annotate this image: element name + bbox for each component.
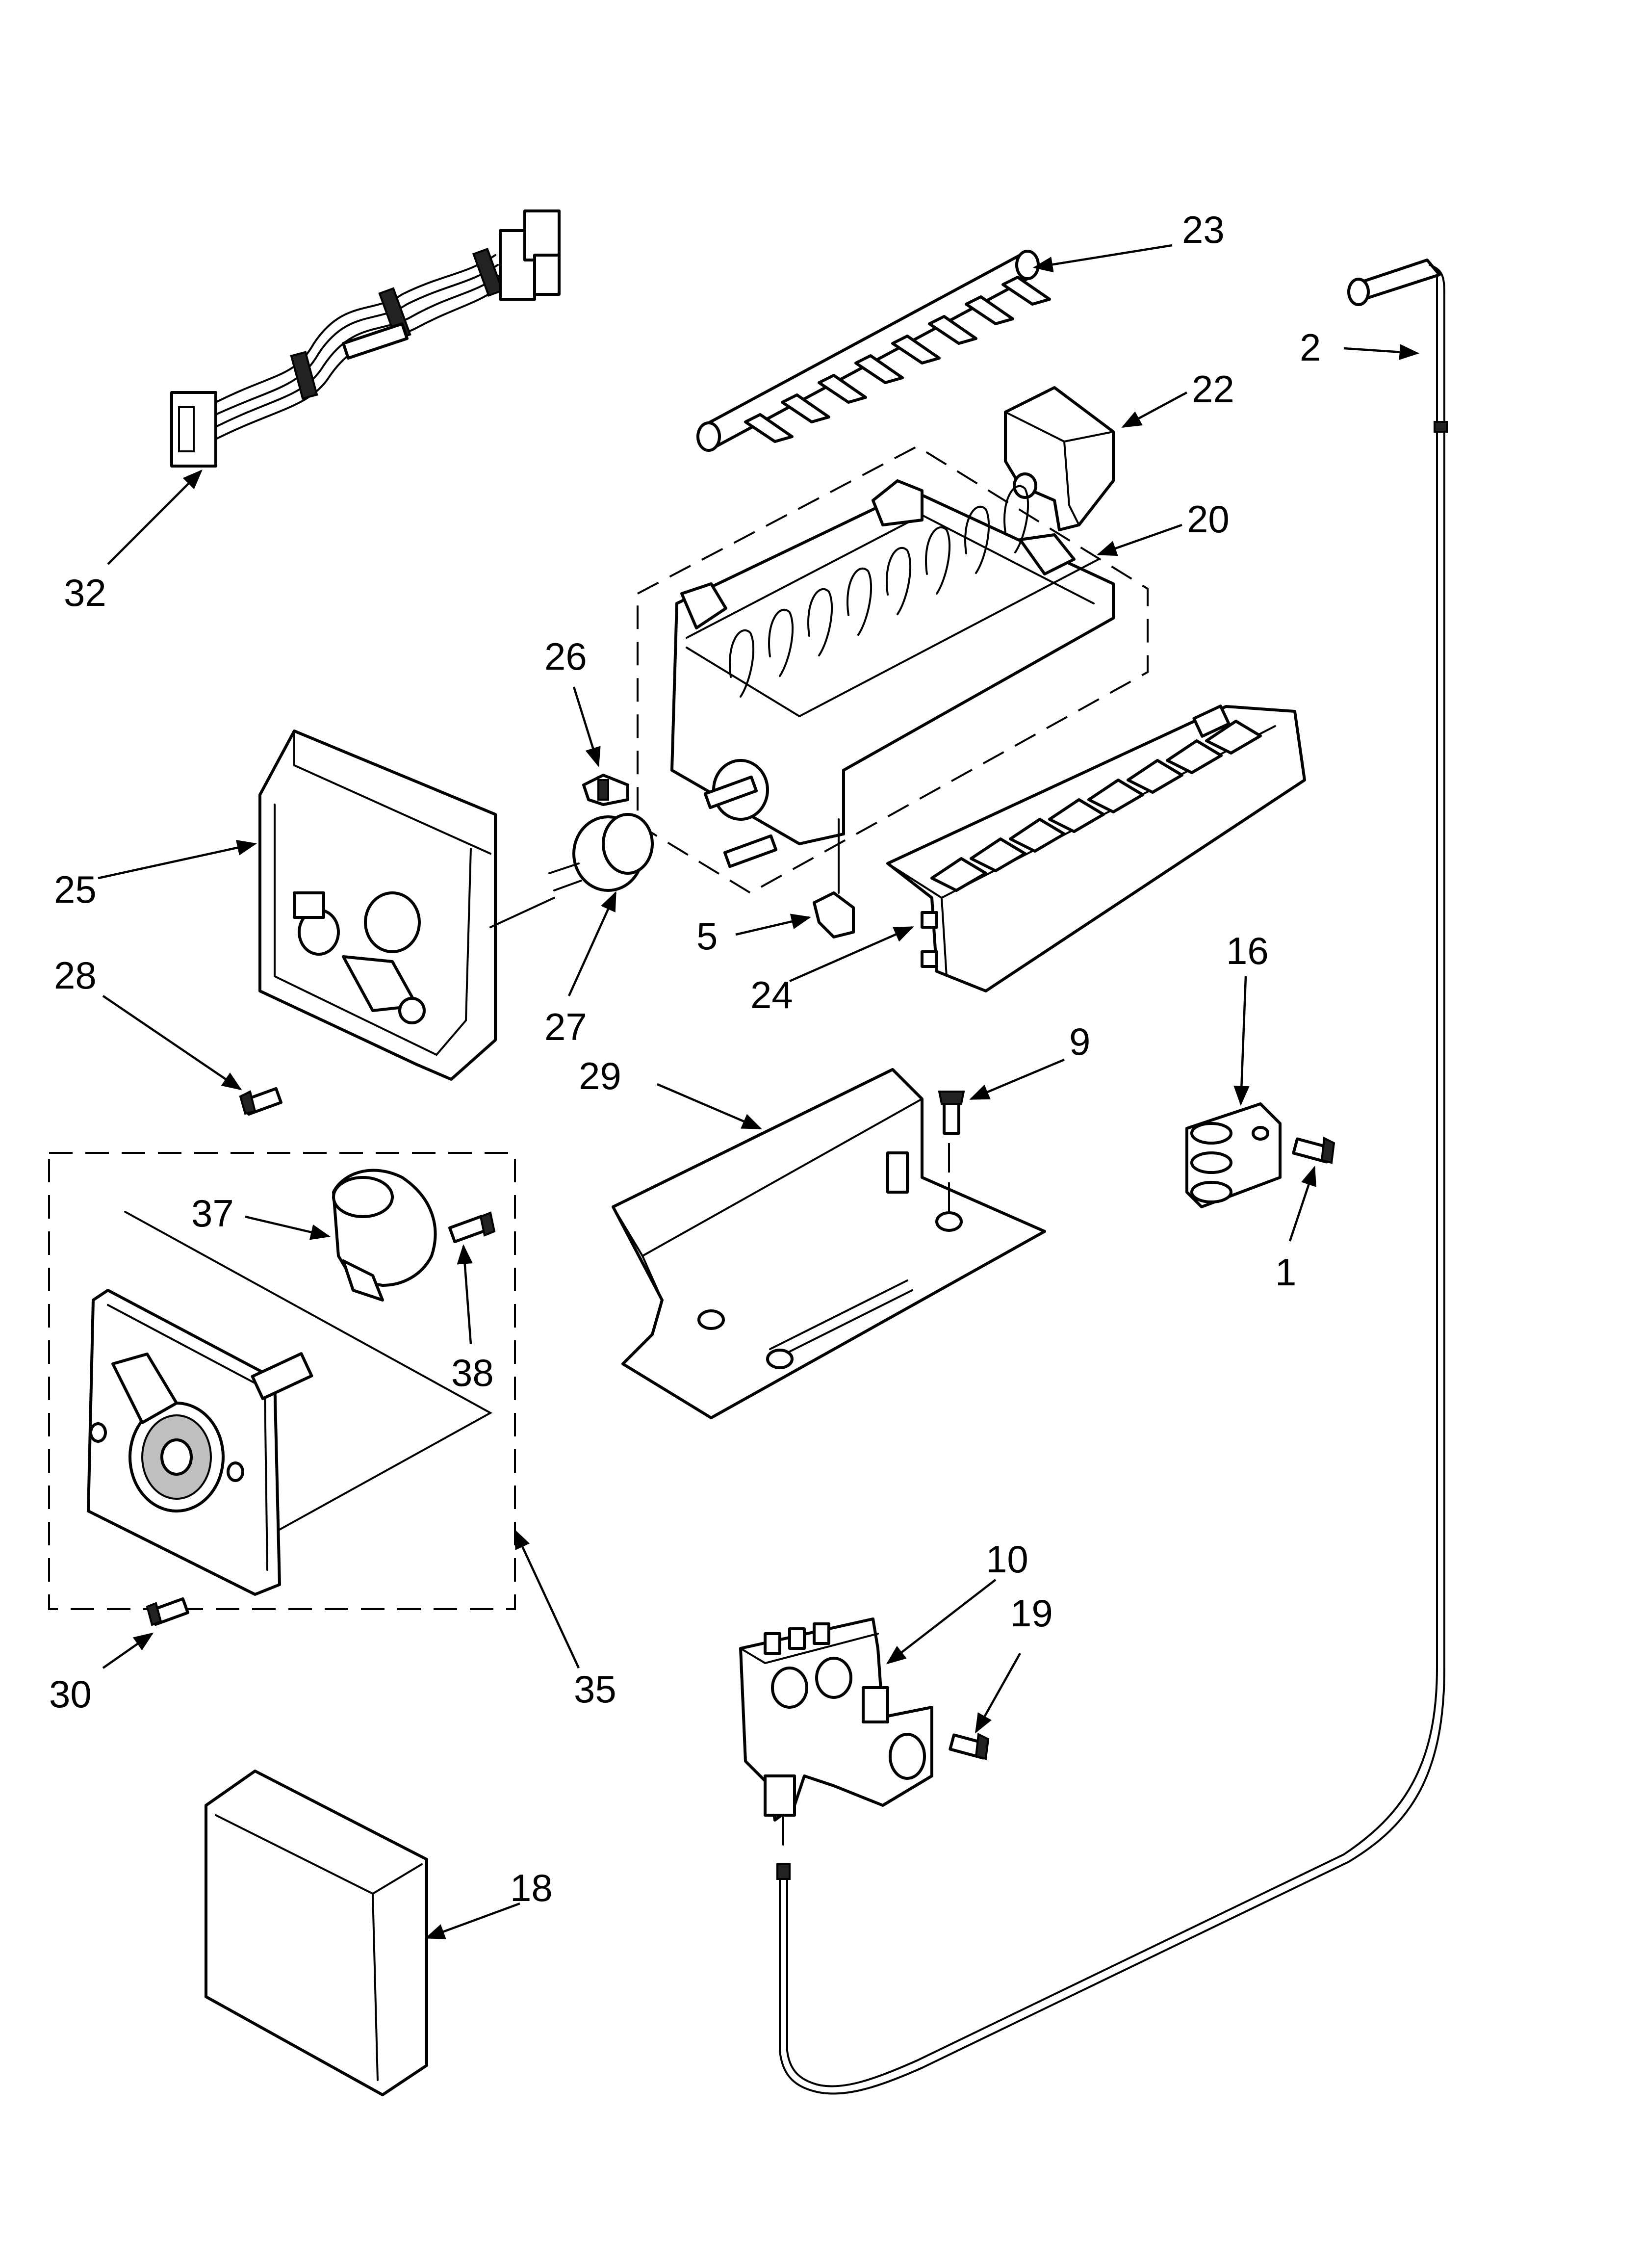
callout-32: 32 (64, 571, 106, 614)
callout-20: 20 (1187, 497, 1230, 541)
stripper-fin (1205, 720, 1262, 755)
callout-30: 30 (49, 1672, 92, 1716)
wire-harness-part-32 (170, 209, 561, 468)
water-valve-part-10 (739, 1617, 933, 1822)
callout-29: 29 (579, 1054, 621, 1097)
callout-leaders (98, 244, 1420, 1939)
callout-10: 10 (986, 1538, 1028, 1581)
callout-37: 37 (191, 1192, 234, 1235)
ejector-blade (891, 335, 941, 365)
ejector-blade (781, 393, 830, 423)
fill-cup-part-22 (1004, 386, 1115, 531)
ejector-blade (854, 354, 904, 384)
mold-cavity (1003, 485, 1029, 553)
callout-35: 35 (574, 1668, 616, 1711)
callout-23: 23 (1182, 208, 1225, 251)
callout-18: 18 (510, 1866, 553, 1909)
stripper-fin (1127, 759, 1183, 794)
stripper-part-24 (886, 704, 1306, 992)
ejector-blade (1001, 276, 1051, 306)
mold-cavity (768, 608, 794, 677)
callout-5: 5 (696, 914, 718, 958)
clip-part-5 (813, 891, 855, 938)
stripper-fin (1166, 739, 1223, 774)
ejector-blade (965, 295, 1014, 325)
callout-28: 28 (54, 954, 97, 997)
screw-part-19 (949, 1732, 990, 1760)
stripper-fin (930, 857, 987, 892)
screw-part-1 (1292, 1136, 1335, 1164)
housing-part-25 (258, 730, 555, 1081)
stripper-fin (1087, 779, 1144, 813)
mold-cavity (807, 588, 833, 656)
mounting-plate-part-29 (612, 1068, 1046, 1419)
water-tube-part-2 (776, 259, 1448, 2095)
callout-labels: 23 2 22 20 32 26 25 5 27 28 24 16 9 29 1… (49, 208, 1321, 1909)
mold-cavity (964, 505, 990, 574)
callout-19: 19 (1010, 1591, 1053, 1635)
stripper-fin (1009, 818, 1066, 853)
screw-part-38 (448, 1211, 496, 1244)
screw-part-9 (938, 1091, 965, 1135)
callout-9: 9 (1069, 1020, 1090, 1063)
motor-module-part-35 (48, 1152, 516, 1610)
callout-25: 25 (54, 868, 97, 911)
callout-27: 27 (544, 1005, 587, 1048)
callout-22: 22 (1192, 367, 1234, 411)
callout-1: 1 (1275, 1251, 1296, 1294)
stripper-fin (1048, 798, 1105, 833)
screw-part-30 (146, 1597, 190, 1626)
screw-part-28 (239, 1087, 283, 1116)
mold-cavity (847, 567, 872, 636)
callout-24: 24 (750, 973, 793, 1017)
bracket-part-16 (1185, 1102, 1282, 1208)
mold-cavity (729, 629, 755, 698)
callout-26: 26 (544, 635, 587, 678)
cover-part-18 (205, 1770, 428, 2096)
stripper-fin (970, 837, 1026, 872)
ejector-part-23 (696, 250, 1051, 452)
ejector-blade (818, 374, 867, 404)
callout-2: 2 (1300, 326, 1321, 369)
mold-cavity (886, 547, 912, 615)
thermostat-part-27 (548, 813, 654, 892)
ejector-blade (928, 315, 977, 345)
ejector-blade (744, 413, 794, 443)
callout-38: 38 (451, 1351, 494, 1394)
motor-part-37 (332, 1169, 437, 1302)
fitting-part-26 (582, 774, 629, 806)
callout-16: 16 (1226, 929, 1269, 972)
mold-cavity (925, 526, 951, 595)
